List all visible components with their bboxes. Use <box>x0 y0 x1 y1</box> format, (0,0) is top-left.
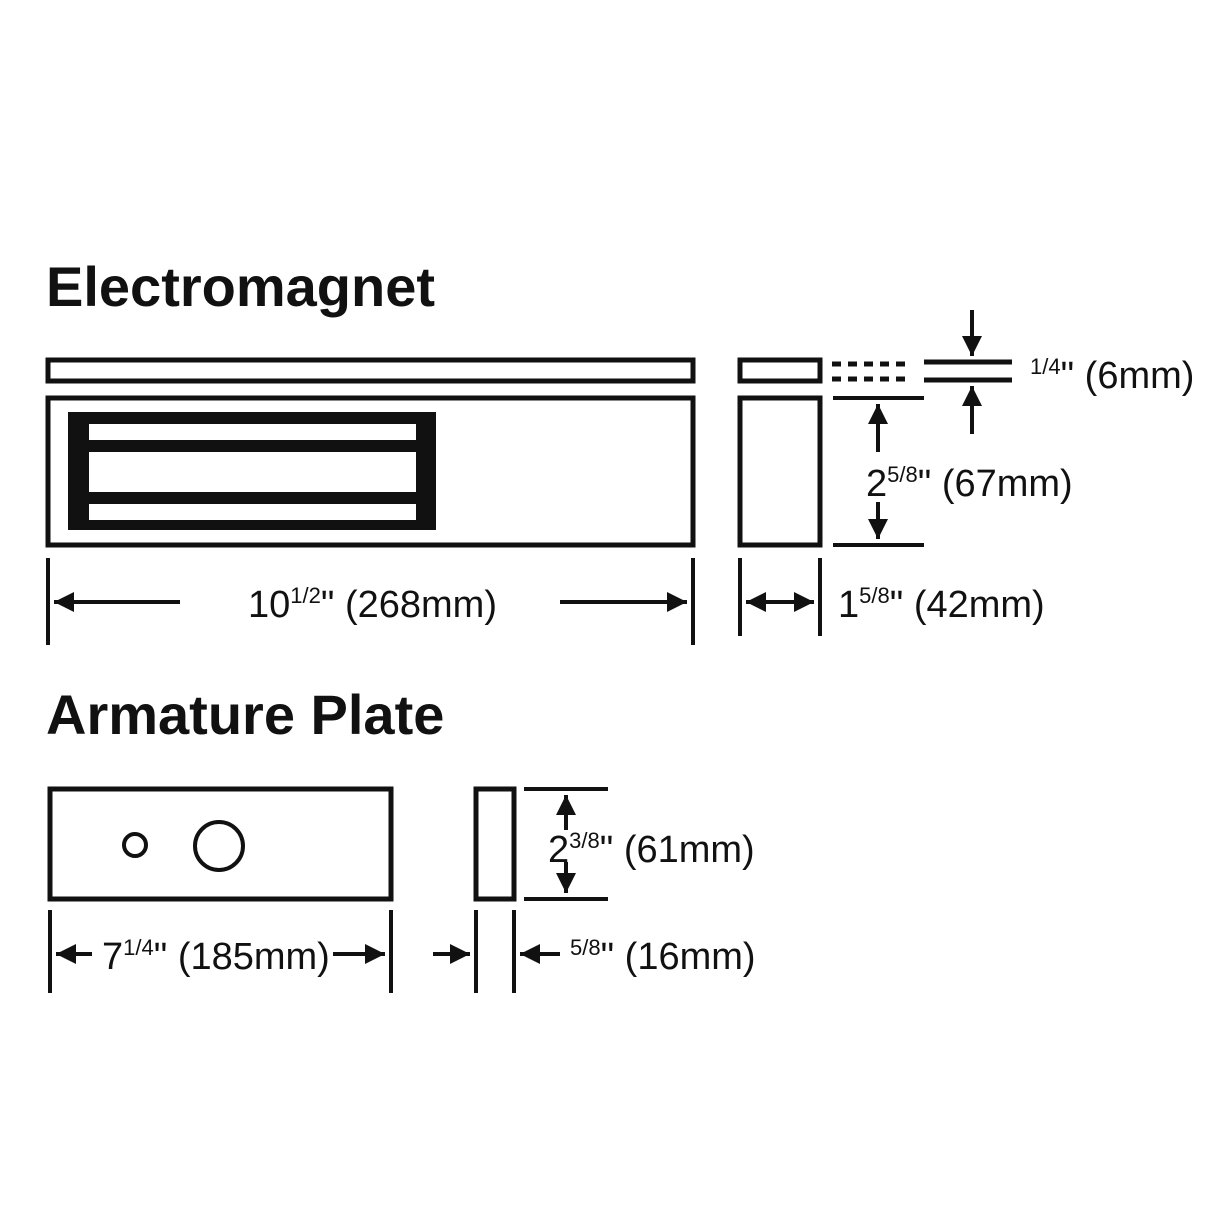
armature-thickness-dimension <box>433 910 560 993</box>
electromagnet-height-dimension <box>833 396 924 547</box>
electromagnet-mounting-plate <box>45 357 696 384</box>
electromagnet-length-label: 101/2" (268mm) <box>248 583 497 626</box>
electromagnet-gap-label: 1/4" (6mm) <box>1030 354 1194 397</box>
electromagnet-title: Electromagnet <box>46 255 435 318</box>
armature-plate-front <box>47 786 394 902</box>
electromagnet-length-dimension <box>46 558 695 645</box>
electromagnet-height-label: 25/8" (67mm) <box>866 462 1073 505</box>
armature-plate-side <box>473 786 517 902</box>
armature-title: Armature Plate <box>46 683 444 746</box>
armature-length-dimension <box>48 910 393 993</box>
electromagnet-side-body <box>737 395 823 548</box>
electromagnet-body <box>45 395 696 548</box>
armature-large-hole <box>193 820 245 872</box>
armature-thickness-label: 5/8" (16mm) <box>570 935 756 978</box>
electromagnet-coil <box>68 412 436 530</box>
electromagnet-depth-dimension <box>738 558 822 636</box>
gap-extension-lines <box>832 359 1012 383</box>
armature-length-label: 71/4" (185mm) <box>102 935 330 978</box>
armature-height-dimension <box>524 787 608 901</box>
electromagnet-side-plate <box>737 357 823 384</box>
armature-small-hole <box>122 832 148 858</box>
electromagnet-depth-label: 15/8" (42mm) <box>838 583 1045 626</box>
armature-height-label: 23/8" (61mm) <box>548 828 755 871</box>
